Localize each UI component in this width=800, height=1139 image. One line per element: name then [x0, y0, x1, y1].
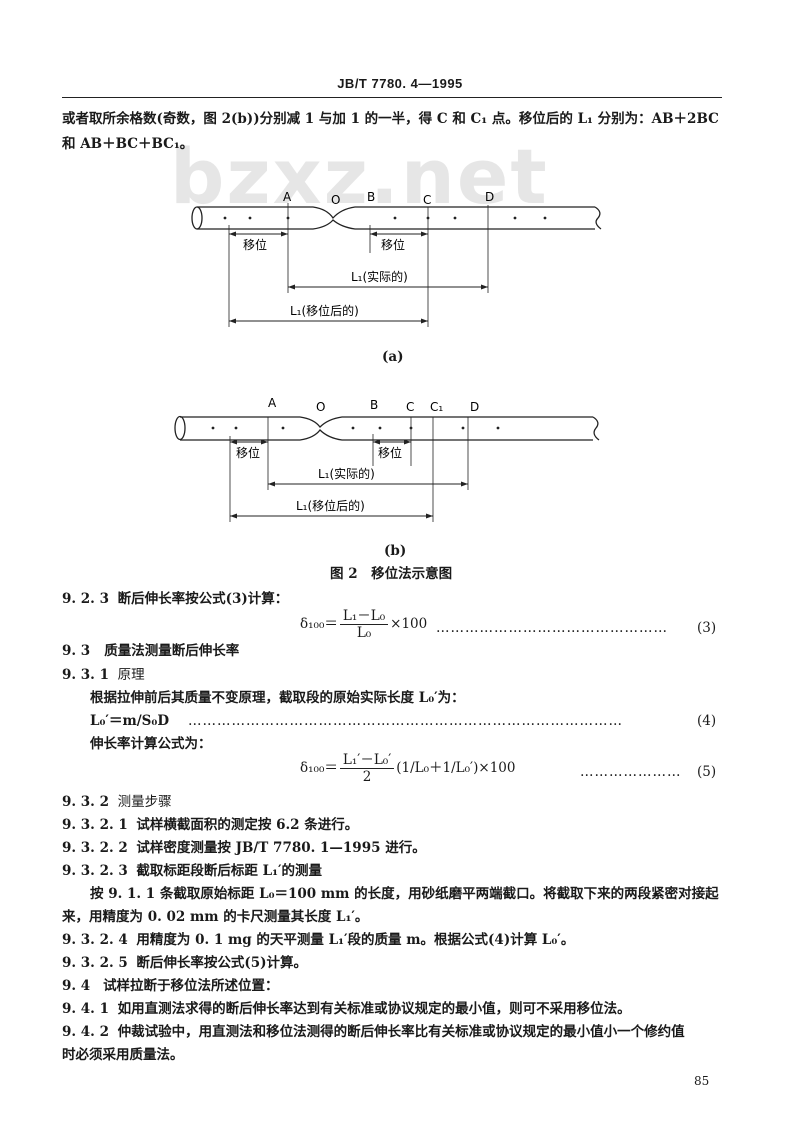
section-9-4-1: 9. 4. 1 如用直测法求得的断后伸长率达到有关标准或协议规定的最小值，则可不…: [62, 998, 631, 1020]
section-9-3-2: 9. 3. 2 测量步骤: [62, 791, 172, 813]
section-9-3-2-1: 9. 3. 2. 1 试样横截面积的测定按 6.2 条进行。: [62, 814, 358, 836]
section-text: 原理: [117, 667, 145, 683]
section-text: 试样横截面积的测定按 6.2 条进行。: [136, 817, 359, 833]
figure-b-extension-lines: [229, 417, 469, 522]
section-9-3-2-3-body-1: 按 9. 1. 1 条截取原始标距 L₀＝100 mm 的长度，用砂纸磨平两端截…: [90, 886, 719, 902]
section-number: 9. 2. 3: [62, 591, 109, 607]
figure-b-rod: [174, 415, 600, 441]
intro-line-1: 或者取所余格数(奇数，图 2(b))分别减 1 与加 1 的一半，得 C 和 C…: [62, 111, 719, 127]
figure-b-caption: (b): [384, 543, 407, 559]
section-number: 9. 3. 2. 1: [62, 817, 128, 833]
figure-a-dimension-lines: [229, 233, 488, 322]
section-9-3-2-4: 9. 3. 2. 4 用精度为 0. 1 mg 的天平测量 L₁′段的质量 m。…: [62, 929, 574, 951]
watermark: bzxz.net: [170, 132, 549, 221]
equation-4-number: (4): [697, 713, 717, 729]
section-text: 断后伸长率按公式(3)计算：: [117, 591, 289, 607]
figure-b-shift-left: 移位: [236, 445, 260, 460]
figure-a-extension-lines: [228, 203, 489, 327]
equation-3-number: (3): [697, 620, 717, 636]
equation-3-leader: …………………………………………: [436, 620, 668, 636]
figure-b-gauge-marks: [211, 426, 500, 430]
section-number: 9. 3. 2. 3: [62, 863, 128, 879]
section-number: 9. 4. 2: [62, 1024, 109, 1040]
figure-a-shift-right: 移位: [381, 237, 405, 252]
figure-a-label-D: D: [485, 190, 494, 204]
figure-b-label-A: A: [268, 396, 277, 410]
equation-5-lhs: δ₁₀₀＝: [300, 760, 338, 776]
section-9-3-2-3-body-2: 来，用精度为 0. 02 mm 的卡尺测量其长度 L₁′。: [62, 909, 369, 925]
figure-b-diagram: A O B C C₁ D 移位 移位 L₁(实际的) L₁(移位后的): [174, 396, 600, 522]
intro-line-2: 和 AB＋BC＋BC₁。: [62, 136, 194, 152]
figure-a-l1-actual: L₁(实际的): [351, 269, 408, 284]
figure-a-arrowheads: [229, 231, 488, 324]
section-9-4-2: 9. 4. 2 仲裁试验中，用直测法和移位法测得的断后伸长率比有关标准或协议规定…: [62, 1021, 685, 1043]
equation-5-denominator: 2: [362, 769, 372, 785]
section-text: 试样拉断于移位法所述位置：: [103, 978, 279, 994]
figure-b-l1-actual: L₁(实际的): [318, 466, 375, 481]
figure-a-gauge-marks: [223, 216, 547, 220]
figure-a-l1-shifted: L₁(移位后的): [290, 303, 359, 318]
equation-3-denominator: L₀: [356, 625, 372, 641]
equation-5-fraction: L₁′－L₀′2: [339, 752, 395, 785]
section-number: 9. 4. 1: [62, 1001, 109, 1017]
figure-a-diagram: A O B C D 移位 移位 L₁(实际的) L₁(移位后的): [191, 190, 602, 327]
section-9-3-2-2: 9. 3. 2. 2 试样密度测量按 JB/T 7780. 1—1995 进行。: [62, 837, 426, 859]
figure-title: 图 2 移位法示意图: [330, 566, 453, 582]
section-9-3-1: 9. 3. 1 原理: [62, 664, 145, 686]
equation-5-numerator: L₁′－L₀′: [339, 752, 395, 769]
section-9-2-3: 9. 2. 3 断后伸长率按公式(3)计算：: [62, 588, 288, 610]
section-number: 9. 3. 2: [62, 794, 109, 810]
equation-5-number: (5): [697, 764, 717, 780]
equation-5-rest: (1/L₀＋1/L₀′)×100: [396, 760, 516, 776]
equation-4: L₀′＝m/S₀D: [90, 713, 170, 729]
section-text: 质量法测量断后伸长率: [104, 643, 240, 659]
section-number: 9. 3. 1: [62, 667, 109, 683]
figure-a-label-C: C: [423, 193, 431, 207]
section-number: 9. 3. 2. 5: [62, 955, 128, 971]
standard-number: JB/T 7780. 4—1995: [337, 76, 463, 91]
equation-3-lhs: δ₁₀₀＝: [300, 616, 338, 632]
figure-a-caption: (a): [382, 349, 404, 365]
section-number: 9. 3. 2. 4: [62, 932, 128, 948]
section-text: 测量步骤: [117, 794, 172, 810]
section-text: 试样密度测量按 JB/T 7780. 1—1995 进行。: [136, 840, 426, 856]
section-text: 仲裁试验中，用直测法和移位法测得的断后伸长率比有关标准或协议规定的最小值小一个修…: [117, 1024, 685, 1040]
formula-intro: 伸长率计算公式为：: [90, 736, 212, 752]
figure-b-shift-right: 移位: [378, 445, 402, 460]
figure-b-label-B: B: [370, 398, 378, 412]
figure-b-label-C1: C₁: [430, 400, 443, 414]
equation-5-leader: …………………: [580, 764, 682, 780]
equation-5: δ₁₀₀＝L₁′－L₀′2(1/L₀＋1/L₀′)×100: [300, 752, 515, 785]
section-number: 9. 3: [62, 643, 91, 659]
figure-b-l1-shifted: L₁(移位后的): [296, 498, 365, 513]
section-9-4: 9. 4 试样拉断于移位法所述位置：: [62, 975, 279, 997]
section-text: 用精度为 0. 1 mg 的天平测量 L₁′段的质量 m。根据公式(4)计算 L…: [136, 932, 575, 948]
figure-a-label-B: B: [367, 190, 375, 204]
figure-b-label-D: D: [470, 400, 479, 414]
section-9-3-2-3: 9. 3. 2. 3 截取标距段断后标距 L₁′的测量: [62, 860, 322, 882]
figure-a-label-O: O: [331, 193, 340, 207]
equation-3-rest: ×100: [390, 616, 428, 632]
figure-a-rod: [191, 206, 602, 230]
equation-4-leader: ………………………………………………………………………………: [188, 713, 623, 729]
figure-a-shift-left: 移位: [243, 237, 267, 252]
section-text: 如用直测法求得的断后伸长率达到有关标准或协议规定的最小值，则可不采用移位法。: [117, 1001, 631, 1017]
equation-3-numerator: L₁－L₀: [339, 608, 389, 625]
section-9-3: 9. 3 质量法测量断后伸长率: [62, 640, 239, 662]
header-rule: [62, 97, 722, 98]
section-text: 断后伸长率按公式(5)计算。: [136, 955, 308, 971]
section-number: 9. 4: [62, 978, 91, 994]
figure-b-label-O: O: [316, 400, 325, 414]
section-number: 9. 3. 2. 2: [62, 840, 128, 856]
figure-b-label-C: C: [406, 400, 414, 414]
page-number: 85: [694, 1074, 710, 1088]
figure-b-arrowheads: [230, 439, 468, 519]
section-text: 截取标距段断后标距 L₁′的测量: [136, 863, 323, 879]
principle-text: 根据拉伸前后其质量不变原理，截取段的原始实际长度 L₀′为：: [90, 690, 465, 706]
section-9-4-2-cont: 时必须采用质量法。: [62, 1047, 184, 1063]
figure-a-label-A: A: [283, 190, 292, 204]
section-9-3-2-5: 9. 3. 2. 5 断后伸长率按公式(5)计算。: [62, 952, 307, 974]
